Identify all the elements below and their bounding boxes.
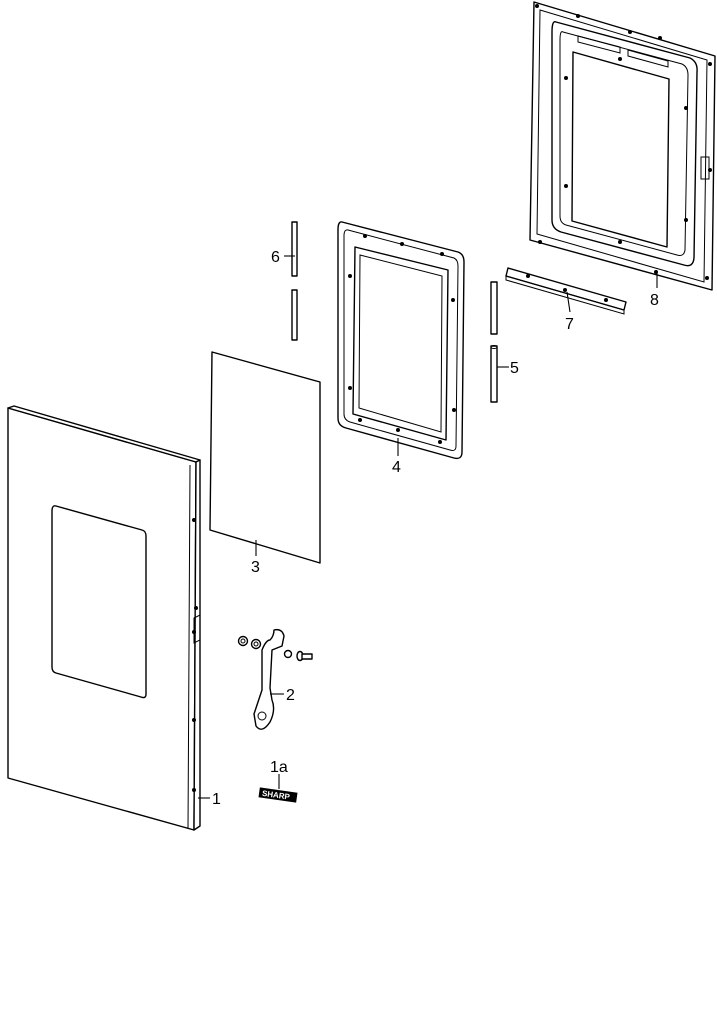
hinge-pin-part bbox=[490, 281, 498, 403]
latch-hook-part bbox=[237, 628, 313, 730]
callout-8: 8 bbox=[650, 292, 659, 309]
callout-6: 6 bbox=[271, 249, 280, 266]
door-gasket-frame-part bbox=[337, 221, 465, 460]
callout-3: 3 bbox=[251, 559, 260, 576]
inner-door-frame-part bbox=[529, 1, 716, 291]
door-bracket-bar-part bbox=[505, 267, 627, 315]
callout-2: 2 bbox=[286, 687, 295, 704]
outer-door-panel-part bbox=[7, 405, 201, 831]
screw-nut-icon bbox=[237, 635, 313, 662]
logo-badge-part: SHARP bbox=[258, 787, 298, 803]
callout-4: 4 bbox=[392, 459, 401, 476]
callout-1: 1 bbox=[212, 791, 221, 808]
leader-line-7 bbox=[566, 291, 571, 313]
svg-text:SHARP: SHARP bbox=[261, 789, 291, 802]
glass-panel-part bbox=[209, 351, 321, 564]
hinge-pin-upper-part bbox=[291, 221, 298, 341]
callout-7: 7 bbox=[565, 316, 574, 333]
callout-1a: 1a bbox=[270, 759, 288, 776]
callout-5: 5 bbox=[510, 360, 519, 377]
